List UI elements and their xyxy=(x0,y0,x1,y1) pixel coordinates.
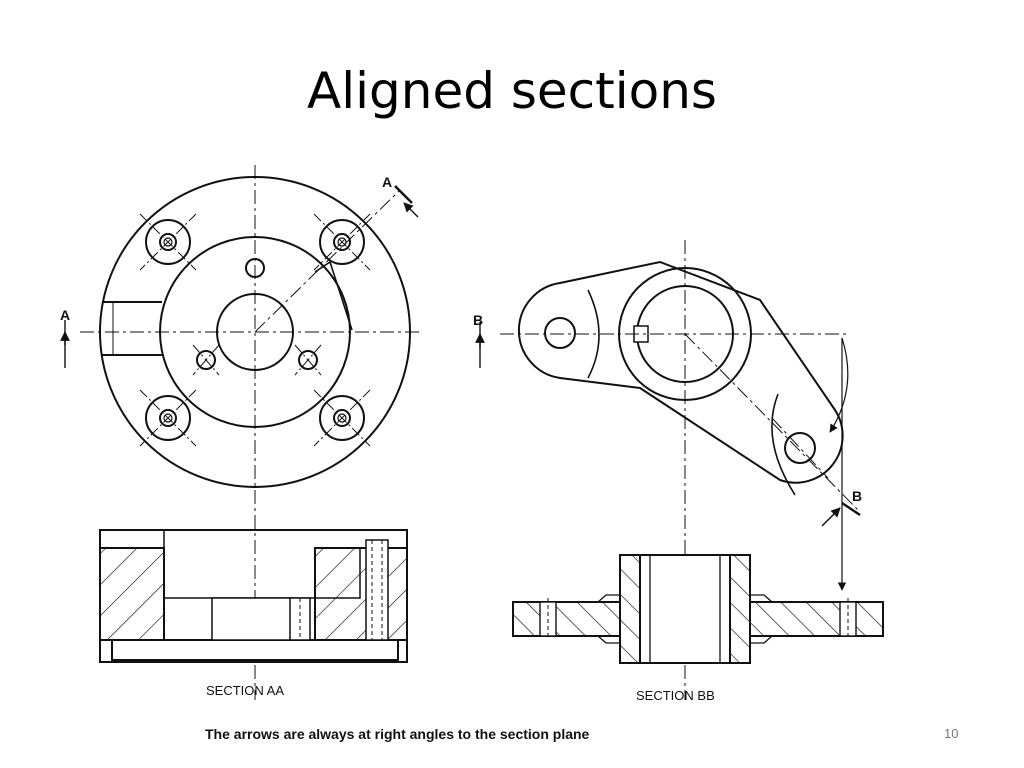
section-aa-view xyxy=(99,529,408,663)
bolt-holes xyxy=(145,219,365,441)
section-bb-view xyxy=(512,554,884,664)
section-bb-caption: SECTION BB xyxy=(636,688,715,703)
section-aa-caption: SECTION AA xyxy=(206,683,284,698)
plane-label-top-a: A xyxy=(382,174,392,190)
slide-number: 10 xyxy=(944,726,959,741)
plane-label-left-b: B xyxy=(473,312,483,328)
slide-title: Aligned sections xyxy=(307,62,717,120)
plane-label-bottom-b: B xyxy=(852,488,862,504)
lever-plan-view xyxy=(475,240,861,700)
plane-label-left-a: A xyxy=(60,307,70,323)
footnote: The arrows are always at right angles to… xyxy=(205,726,590,742)
